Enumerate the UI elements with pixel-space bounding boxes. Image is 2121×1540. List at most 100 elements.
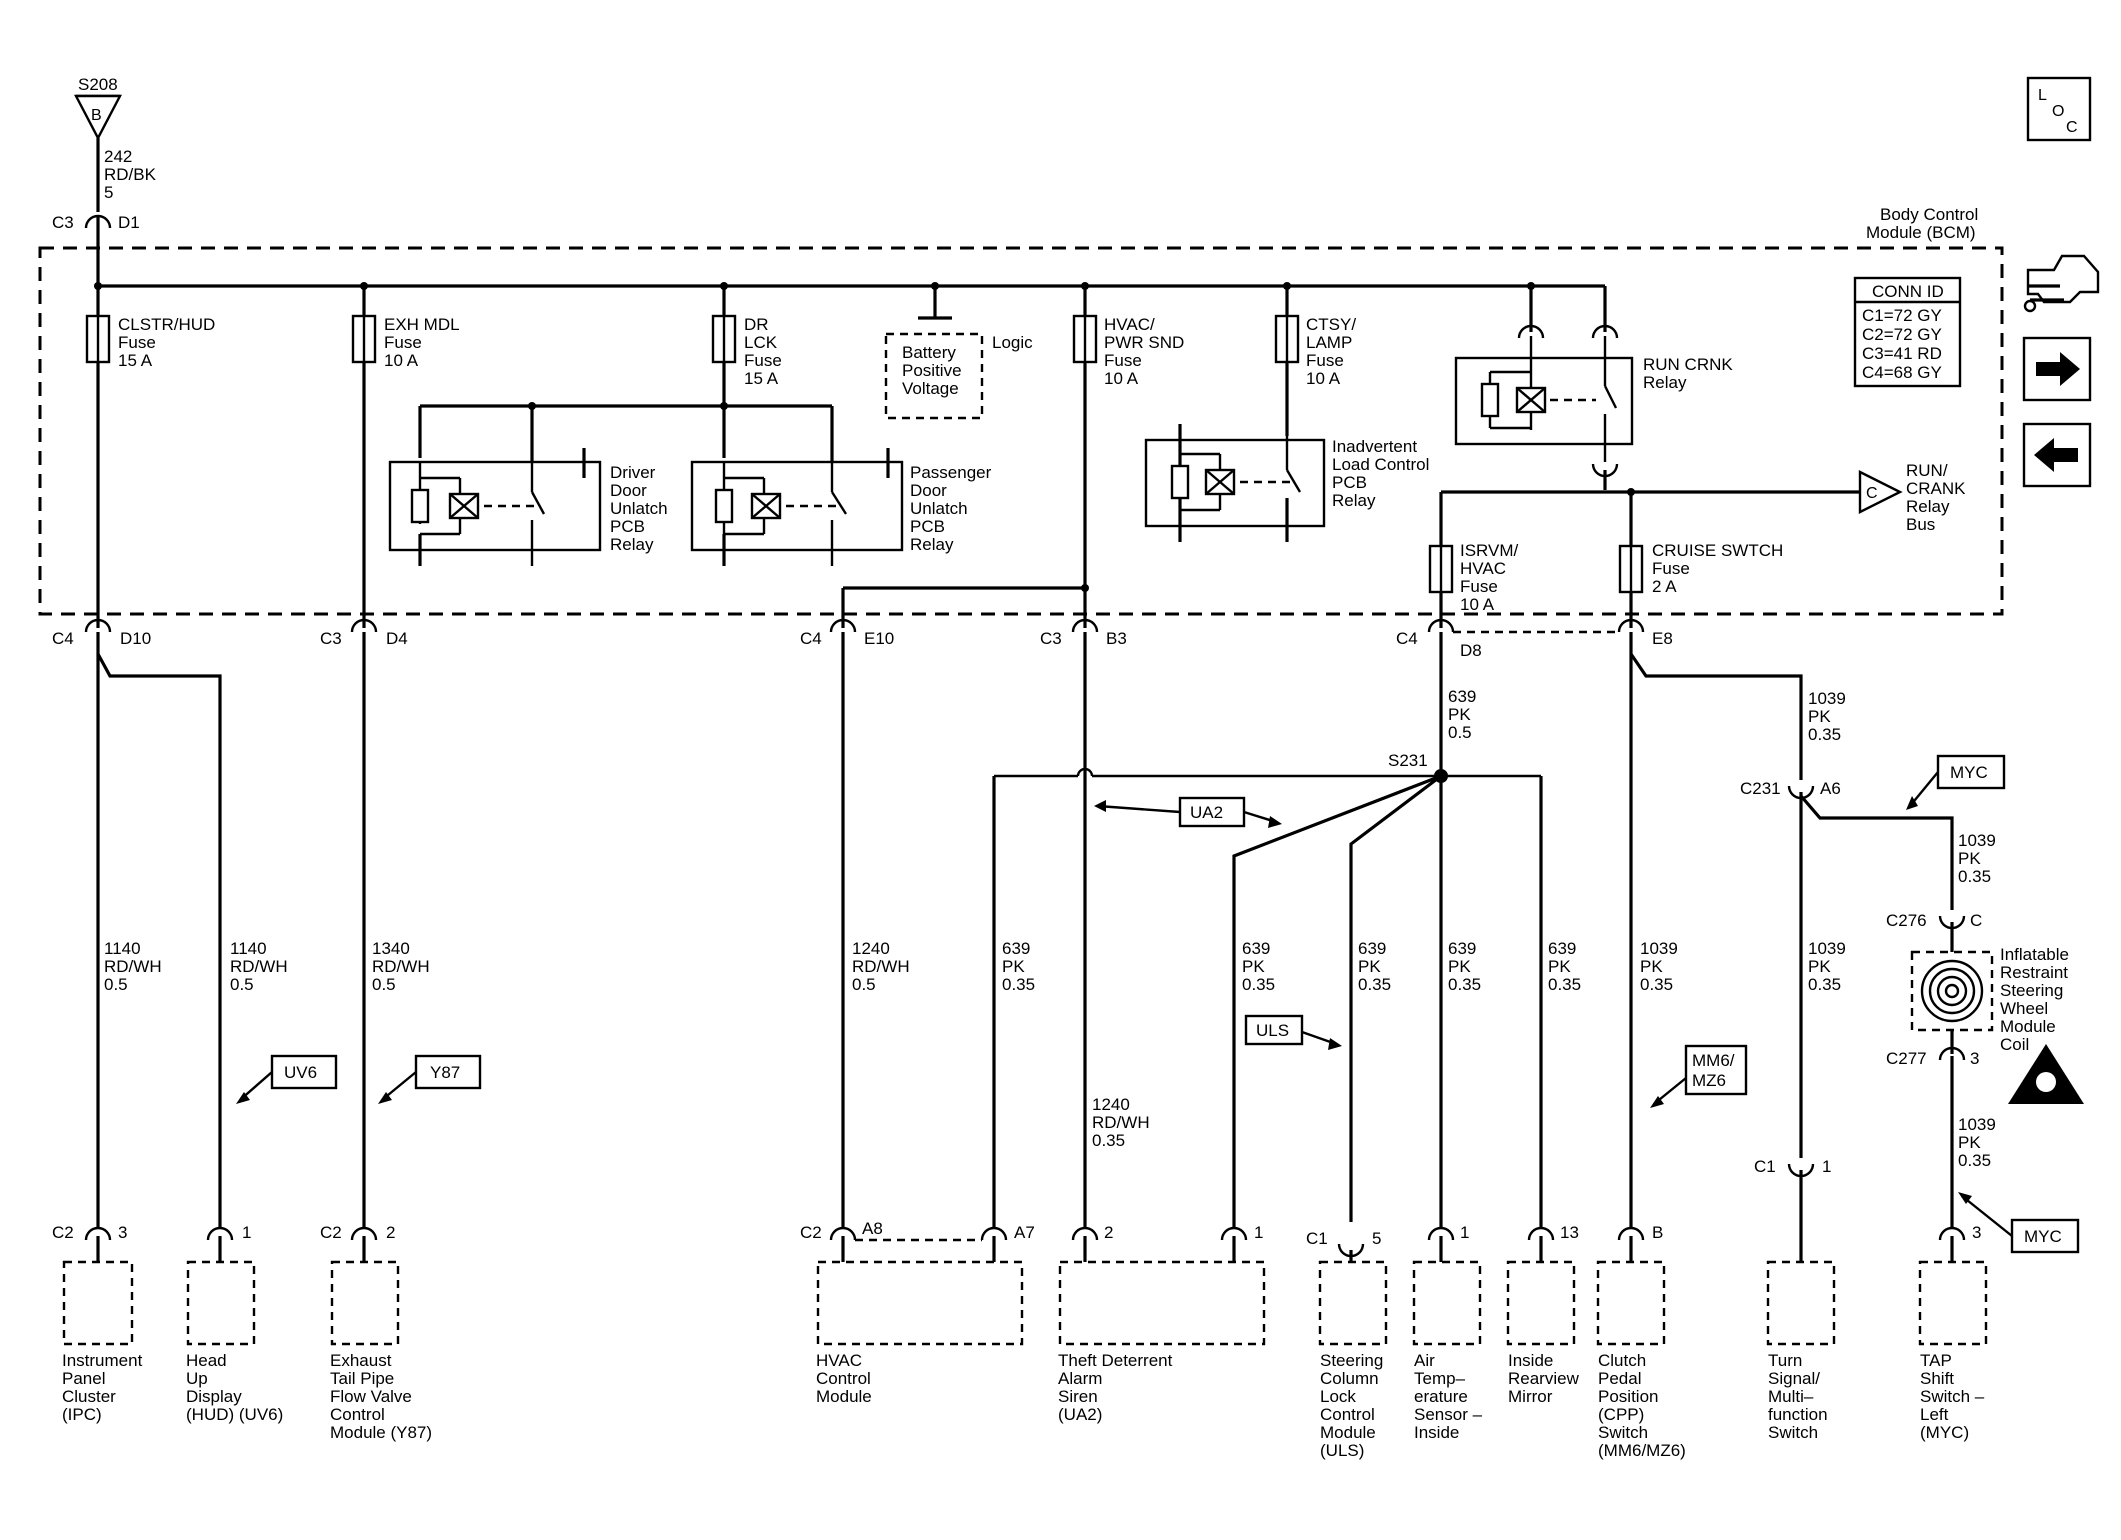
connector-name: C231: [1740, 779, 1781, 798]
wire-label: PK: [1448, 705, 1471, 724]
wire-label: 0.35: [1958, 1151, 1991, 1170]
component-label: Temp–: [1414, 1369, 1466, 1388]
splice-label: S231: [1388, 751, 1428, 770]
component-label: Flow Valve: [330, 1387, 412, 1406]
top-connector-name: C3: [52, 213, 74, 232]
wire-label: 0.35: [1092, 1131, 1125, 1150]
wire-label: PK: [1958, 1133, 1981, 1152]
fuse-label: CLSTR/HUD: [118, 315, 215, 334]
component-label: Control: [816, 1369, 871, 1388]
fuse-label: 10 A: [1104, 369, 1139, 388]
svg-text:MM6/: MM6/: [1692, 1051, 1735, 1070]
connector-name: C3: [1040, 629, 1062, 648]
wire-label: 1039: [1808, 939, 1846, 958]
bus-label: Relay: [1906, 497, 1950, 516]
connector-name: C1: [1754, 1157, 1776, 1176]
relay-label: Door: [910, 481, 947, 500]
component-label: Mirror: [1508, 1387, 1553, 1406]
component-label: Panel: [62, 1369, 105, 1388]
fuse-label: ISRVM/: [1460, 541, 1519, 560]
component-label: Left: [1920, 1405, 1949, 1424]
wire-label: 0.35: [1808, 975, 1841, 994]
component-label: Exhaust: [330, 1351, 392, 1370]
fuse-label: Fuse: [1652, 559, 1690, 578]
component-label: Lock: [1320, 1387, 1356, 1406]
wire-label: 639: [1448, 939, 1476, 958]
component-hvac-control-module: HVAC Control Module: [816, 1260, 1024, 1406]
connector-pin: 2: [386, 1223, 395, 1242]
wire-label: 639: [1002, 939, 1030, 958]
relay-label: Load Control: [1332, 455, 1429, 474]
component-label: Switch: [1768, 1423, 1818, 1442]
fuse-label: Fuse: [118, 333, 156, 352]
component-label: TAP: [1920, 1351, 1952, 1370]
wire-label: 1240: [1092, 1095, 1130, 1114]
connector-pin: 1: [1822, 1157, 1831, 1176]
top-connector-pin: D1: [118, 213, 140, 232]
back-arrow-icon[interactable]: [2022, 422, 2092, 488]
conn-id-line: C4=68 GY: [1862, 363, 1942, 382]
fuse-label: CTSY/: [1306, 315, 1356, 334]
option-tag-uls: ULS: [1244, 1014, 1342, 1050]
component-turn-signal-multifunction-switch: Turn Signal/ Multi– function Switch: [1766, 1260, 1836, 1442]
fuse-label: LAMP: [1306, 333, 1352, 352]
connector-pin: 3: [1970, 1049, 1979, 1068]
wire-label: PK: [1548, 957, 1571, 976]
connector-pin: 2: [1104, 1223, 1113, 1242]
component-label: (MM6/MZ6): [1598, 1441, 1686, 1460]
wire-label: 0.35: [1640, 975, 1673, 994]
wire-label: 0.35: [1808, 725, 1841, 744]
wire-1039-c276: [1799, 794, 1954, 910]
wire-label: 0.5: [230, 975, 254, 994]
bus-label: CRANK: [1906, 479, 1966, 498]
relay-label: RUN CRNK: [1643, 355, 1733, 374]
fuse-label: 10 A: [384, 351, 419, 370]
connector-pin: 1: [242, 1223, 251, 1242]
driver-door-unlatch-relay: Driver Door Unlatch PCB Relay: [388, 448, 668, 566]
connector-pin: D10: [120, 629, 151, 648]
bus-label: Bus: [1906, 515, 1935, 534]
wire-label: PK: [1808, 957, 1831, 976]
connector-name: C3: [320, 629, 342, 648]
fuse-label: 15 A: [118, 351, 153, 370]
connector-pin: 13: [1560, 1223, 1579, 1242]
wire-label: PK: [1448, 957, 1471, 976]
coil-label: Wheel: [2000, 999, 2048, 1018]
battery-label: Positive: [902, 361, 962, 380]
coil-label: Inflatable: [2000, 945, 2069, 964]
connector-end-view-icon[interactable]: [2023, 254, 2100, 313]
component-label: Head: [186, 1351, 227, 1370]
fuse-label: Fuse: [1104, 351, 1142, 370]
wire-label: 1039: [1808, 689, 1846, 708]
component-label: (CPP): [1598, 1405, 1644, 1424]
connector-name: C2: [52, 1223, 74, 1242]
fuse-cruise-swtch: CRUISE SWTCH Fuse 2 A: [1618, 541, 1783, 614]
connector-pin: 3: [1972, 1223, 1981, 1242]
component-label: Module: [1320, 1423, 1376, 1442]
connector-name: C4: [1396, 629, 1418, 648]
forward-arrow-icon[interactable]: [2022, 336, 2092, 402]
component-label: Multi–: [1768, 1387, 1814, 1406]
fuse-label: PWR SND: [1104, 333, 1184, 352]
component-label: Module (Y87): [330, 1423, 432, 1442]
component-label: Shift: [1920, 1369, 1954, 1388]
wire-label: RD/WH: [104, 957, 162, 976]
wire-label: 639: [1358, 939, 1386, 958]
connector-pin: C: [1970, 911, 1982, 930]
relay-label: Passenger: [910, 463, 992, 482]
component-label: (UA2): [1058, 1405, 1102, 1424]
wire-1140-hud: [96, 653, 222, 1228]
conn-id-title: CONN ID: [1872, 282, 1944, 301]
wire-label: RD/WH: [372, 957, 430, 976]
source-splice-label: S208: [78, 75, 118, 94]
loc-icon[interactable]: L O C: [2026, 76, 2092, 142]
option-tag-ua2: UA2: [1094, 796, 1282, 828]
wire-label: RD/WH: [1092, 1113, 1150, 1132]
component-label: (HUD) (UV6): [186, 1405, 283, 1424]
wire-639-theft: [1232, 774, 1442, 1228]
component-label: (MYC): [1920, 1423, 1969, 1442]
option-tag-uv6: UV6: [236, 1054, 338, 1104]
relay-label: Unlatch: [910, 499, 968, 518]
fuse-exh-mdl: EXH MDL Fuse 10 A: [351, 286, 460, 614]
